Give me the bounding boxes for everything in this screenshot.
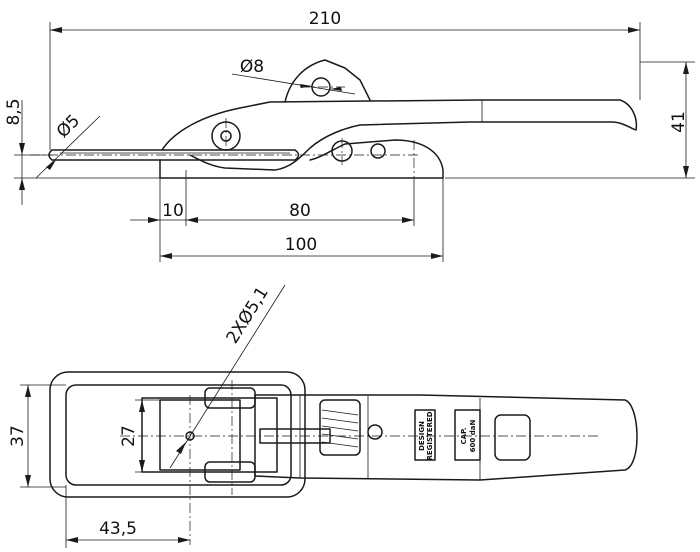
top-plate-inner xyxy=(65,384,292,486)
leader-hole-5 xyxy=(35,115,101,179)
hook-loop xyxy=(159,399,241,471)
dim-mount-holes: 2XØ5,1 xyxy=(223,283,273,347)
dim-height: 41 xyxy=(669,111,689,133)
dim-inner-width: 27 xyxy=(119,425,139,447)
dim-10: 10 xyxy=(162,201,184,221)
dim-width: 37 xyxy=(8,425,28,447)
tail-slot xyxy=(494,414,531,461)
spring xyxy=(319,399,361,456)
base-plate-outline xyxy=(48,149,300,161)
hook-frame xyxy=(141,397,278,473)
dim-total-length: 210 xyxy=(309,9,341,29)
dim-plate-length: 43,5 xyxy=(99,519,137,539)
design-plate xyxy=(414,409,436,461)
cap-plate xyxy=(454,409,481,461)
dim-100: 100 xyxy=(285,235,317,255)
top-plate-outer xyxy=(49,371,306,498)
rivet-2 xyxy=(370,143,386,159)
lever-top-outline xyxy=(254,394,638,481)
top-view: DESIGN REGISTERED CAP. 600 daN 37 27 43,… xyxy=(8,283,638,548)
dim-offset: 8,5 xyxy=(4,98,24,125)
dim-hole-8: Ø8 xyxy=(240,57,264,77)
logo-stamp xyxy=(367,424,383,440)
side-view: 210 41 8,5 Ø5 Ø8 10 80 xyxy=(4,9,695,262)
latch-body-outline xyxy=(159,99,638,179)
cap-stamp-line2: 600 daN xyxy=(469,420,477,453)
pivot-bracket xyxy=(284,59,371,103)
leader-hole-8 xyxy=(231,73,356,95)
dim-80: 80 xyxy=(289,201,311,221)
spring-coils xyxy=(321,409,359,448)
leader-mount-holes xyxy=(169,284,286,469)
dim-hole-5: Ø5 xyxy=(53,111,84,142)
